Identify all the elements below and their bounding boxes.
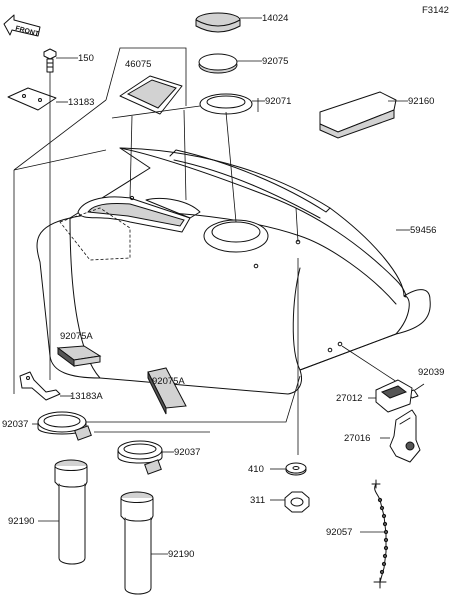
chain-beads (377, 497, 389, 575)
latch-hook-27016: 27016 (344, 409, 421, 463)
label-92037-2: 92037 (174, 447, 200, 458)
label-27016: 27016 (344, 433, 370, 444)
tube-92190-2: 92190 (120, 491, 194, 595)
clamp-92037-1: 92037 (2, 411, 92, 441)
plate-13183: 13183 (7, 87, 94, 111)
hull-59456: 59456 (36, 147, 436, 395)
label-92160: 92160 (408, 96, 434, 107)
label-410: 410 (248, 464, 264, 475)
label-13183: 13183 (68, 97, 94, 108)
bolt-150: 150 (43, 48, 94, 73)
label-92071: 92071 (265, 96, 291, 107)
cap-14024: 14024 (195, 12, 288, 33)
label-92075A-2: 92075A (152, 376, 185, 387)
label-92057: 92057 (326, 527, 352, 538)
label-59456: 59456 (410, 225, 436, 236)
label-14024: 14024 (262, 13, 288, 24)
ring-92071: 92071 (199, 93, 291, 115)
figure-code: F3142 (422, 5, 449, 16)
block-92075A-1: 92075A (56, 331, 102, 367)
clamp-92037-2: 92037 (117, 440, 200, 475)
block-92075A-2: 92075A (147, 367, 187, 415)
bracket-13183A: 13183A (19, 371, 103, 402)
label-311: 311 (250, 495, 265, 506)
disc-92075: 92075 (198, 53, 288, 74)
label-92190-2: 92190 (168, 549, 194, 560)
cushion-92160: 92160 (319, 91, 434, 139)
label-46075: 46075 (125, 59, 151, 70)
latch-27012: 27012 (336, 379, 413, 413)
nut-311: 311 (250, 491, 310, 513)
label-92075: 92075 (262, 56, 288, 67)
chain-92057: 92057 (326, 479, 389, 589)
washer-410: 410 (248, 462, 307, 476)
label-92075A-1: 92075A (60, 331, 93, 342)
label-150: 150 (78, 53, 94, 64)
reference-lines (13, 47, 401, 455)
label-27012: 27012 (336, 393, 362, 404)
front-arrow-icon: FRONT (3, 14, 41, 38)
label-92039: 92039 (418, 367, 444, 378)
tube-92190-1: 92190 (8, 459, 88, 565)
label-92190-1: 92190 (8, 516, 34, 527)
label-92037-1: 92037 (2, 419, 28, 430)
pad-46075: 46075 (119, 59, 183, 115)
label-13183A: 13183A (70, 391, 103, 402)
